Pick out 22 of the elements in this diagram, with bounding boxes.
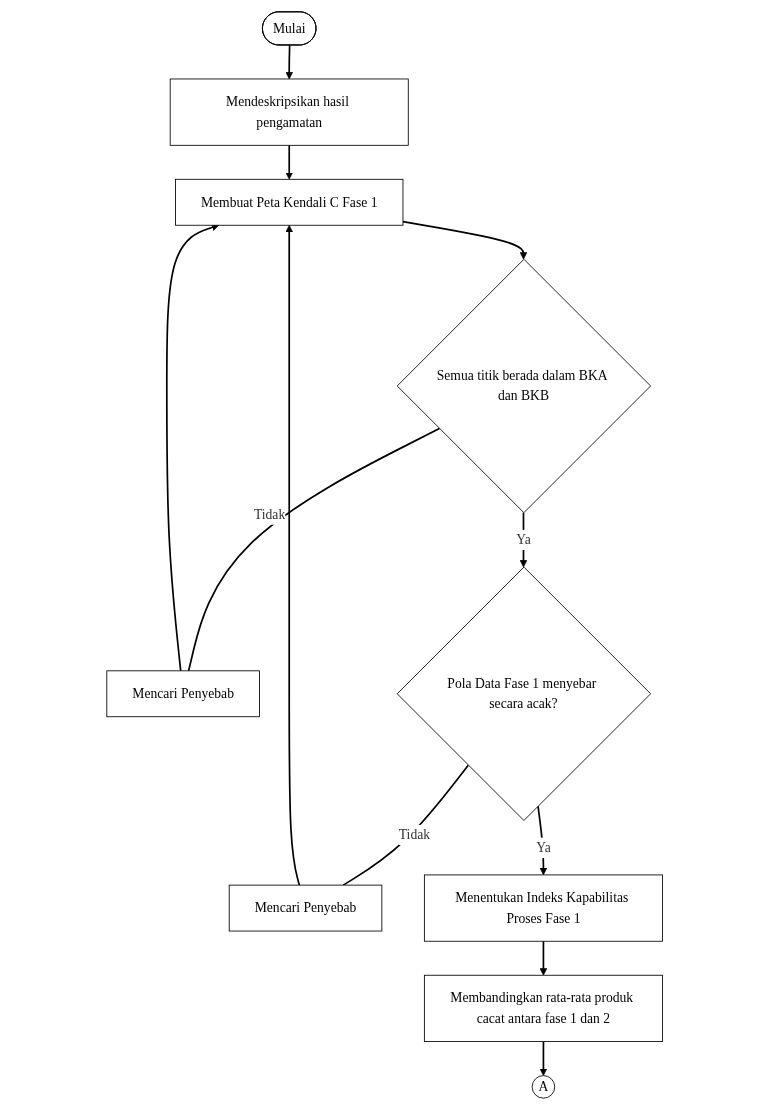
node-box: Mendeskripsikan hasil pengamatan	[170, 78, 410, 146]
edge-label: Ya	[516, 532, 532, 547]
connector	[342, 764, 470, 886]
node-box: Membandingkan rata-rata produk cacat antara fase 1 dan 2	[424, 974, 664, 1042]
arrow	[537, 805, 548, 876]
node-box: Membuat Peta Kendali C Fase 1	[175, 178, 404, 226]
node-diamond: Pola Data Fase 1 menyebar secara acak?	[397, 566, 652, 821]
arrow	[285, 144, 294, 180]
node-box: Mencari Penyebab	[229, 884, 383, 932]
node-diamond: Semua titik berada dalam BKA dan BKB	[397, 258, 652, 514]
connector	[188, 427, 441, 672]
edge-label: Tidak	[254, 507, 286, 522]
edge-label: Tidak	[399, 827, 431, 842]
arrow	[285, 224, 301, 886]
node-box: Mencari Penyebab	[106, 670, 261, 718]
arrow	[540, 1040, 548, 1076]
node-box: Menentukan Indeks Kapabilitas Proses Fase 1	[424, 874, 664, 942]
edge-label: Ya	[536, 840, 552, 855]
node-circle: A	[532, 1075, 556, 1099]
arrow	[540, 940, 548, 976]
arrow	[402, 220, 528, 260]
arrow	[285, 44, 294, 80]
